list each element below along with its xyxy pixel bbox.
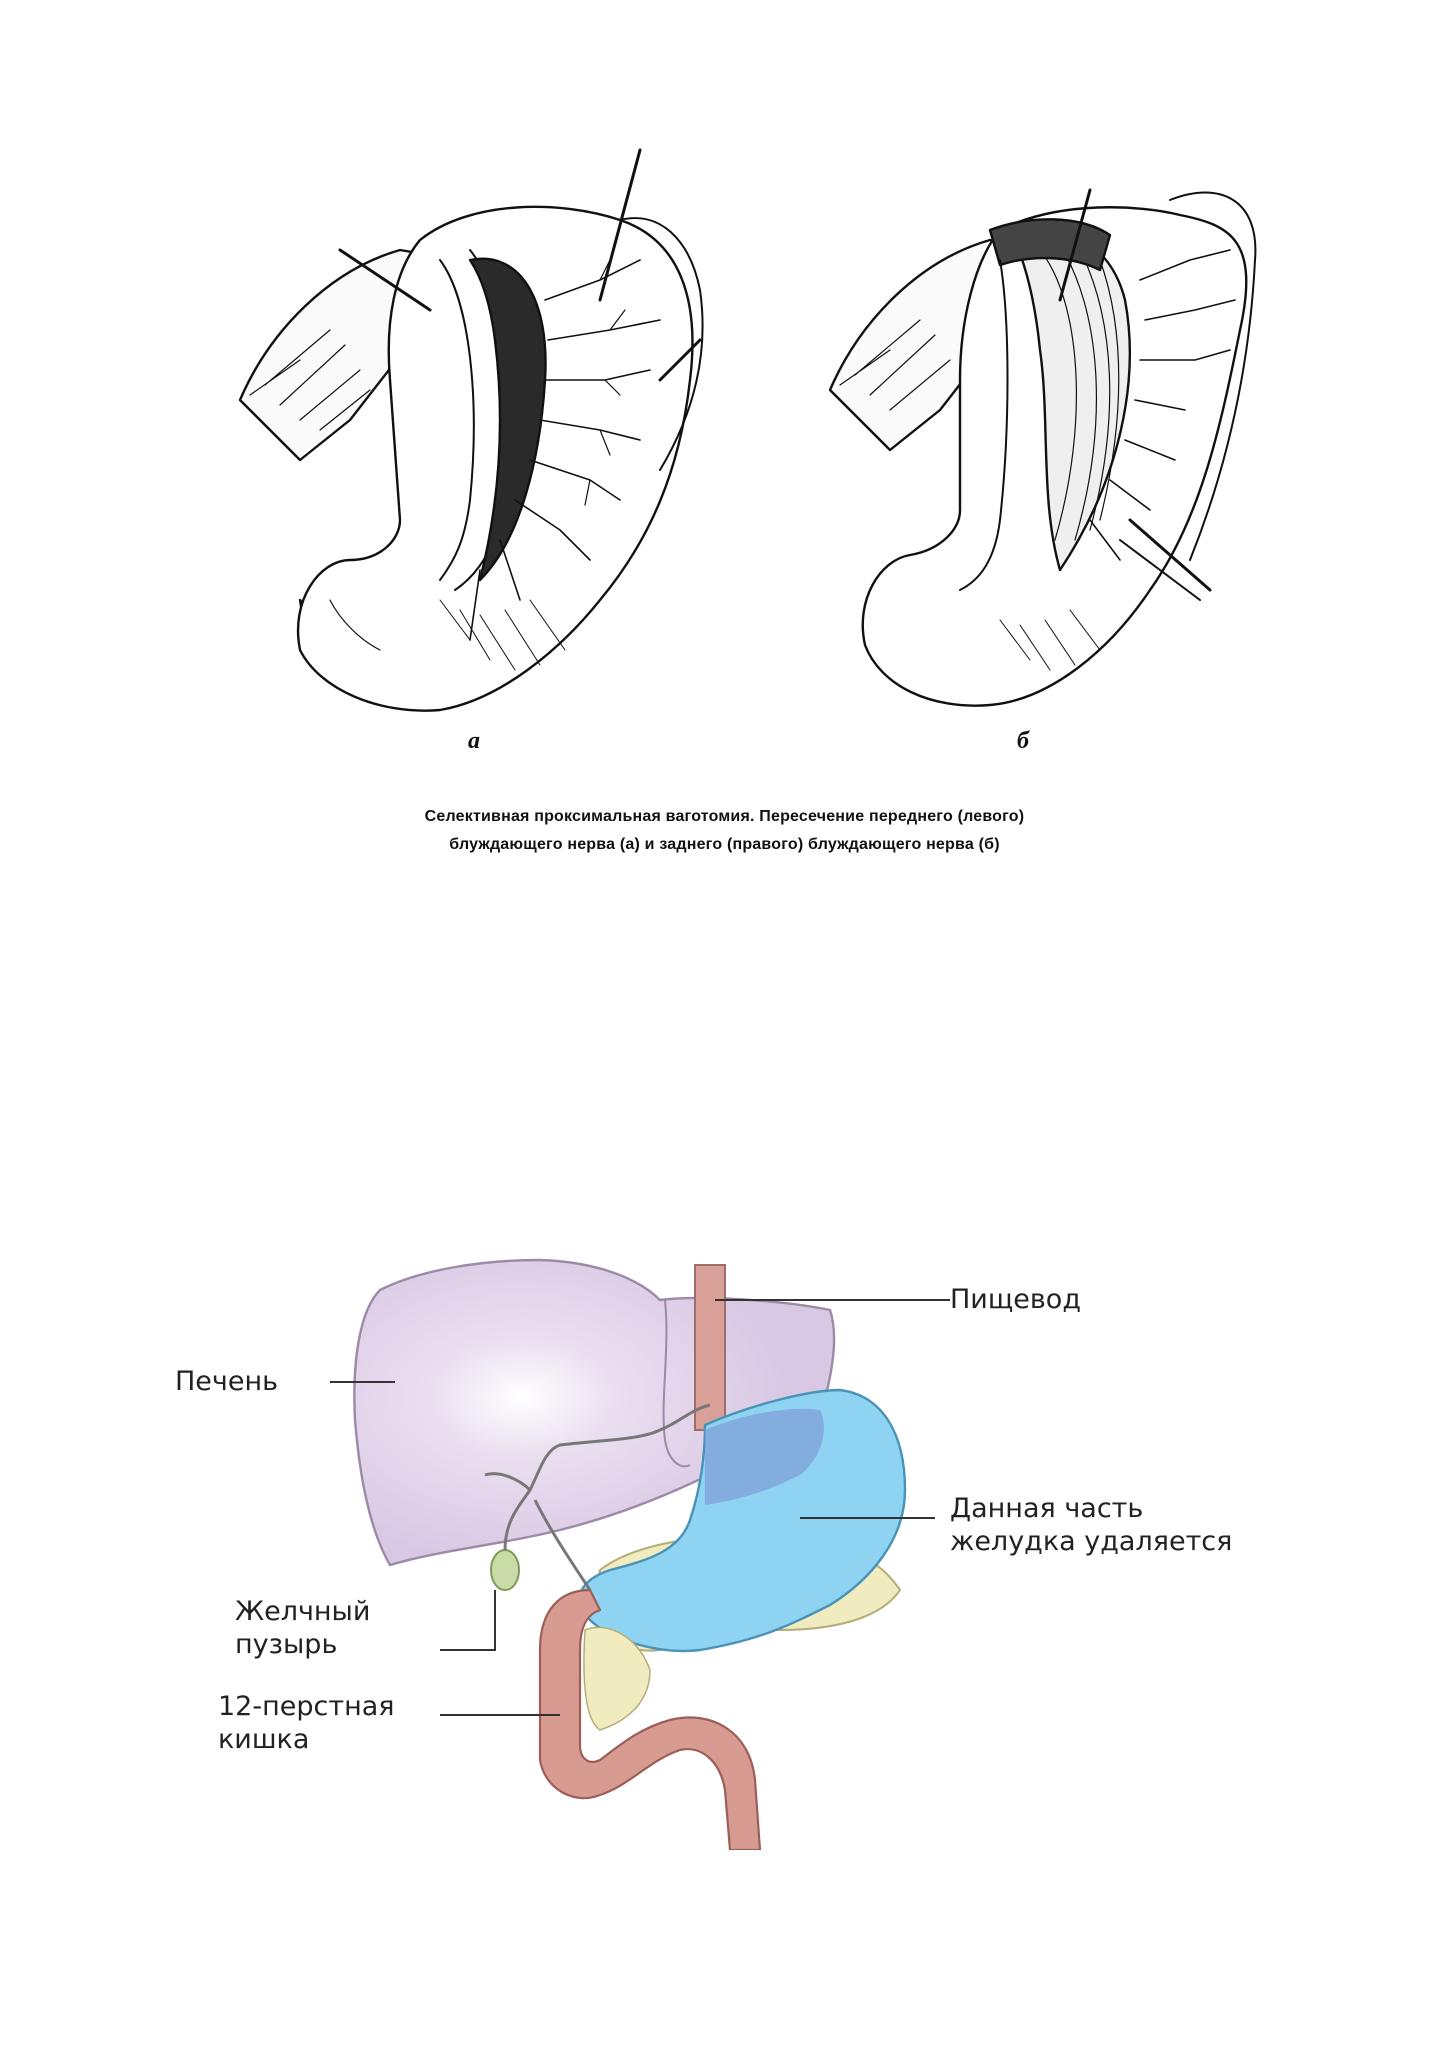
stomach-removed-part (578, 1388, 907, 1653)
panel-a-drawing (238, 148, 704, 712)
vagotomy-illustration: а б Селективная проксимальная ваготомия.… (0, 0, 1449, 900)
vagotomy-drawings-svg (238, 148, 1257, 712)
label-removed-part-line2: желудка удаляется (950, 1526, 1233, 1557)
gastrectomy-diagram: Пищевод Печень Данная часть желудка удал… (0, 1200, 1449, 1852)
gastrectomy-diagram-svg (330, 1258, 950, 1852)
label-esophagus: Пищевод (950, 1284, 1081, 1315)
panel-b-drawing (828, 188, 1257, 707)
leader-lines (330, 1299, 950, 1716)
gallbladder-leader (440, 1590, 496, 1651)
label-duodenum-line2: кишка (218, 1724, 310, 1755)
label-removed-part-line1: Данная часть (950, 1493, 1144, 1524)
caption-line-2: блуждающего нерва (а) и заднего (правого… (449, 836, 1000, 853)
panel-a-letter: а (468, 728, 480, 754)
gallbladder (490, 1549, 520, 1591)
label-liver: Печень (175, 1366, 279, 1397)
caption-line-1: Селективная проксимальная ваготомия. Пер… (424, 808, 1025, 825)
panel-b-letter: б (1017, 728, 1029, 754)
label-gallbladder-line1: Желчный (235, 1596, 371, 1627)
label-gallbladder-line2: пузырь (235, 1629, 338, 1660)
label-duodenum-line1: 12-перстная (218, 1691, 395, 1722)
